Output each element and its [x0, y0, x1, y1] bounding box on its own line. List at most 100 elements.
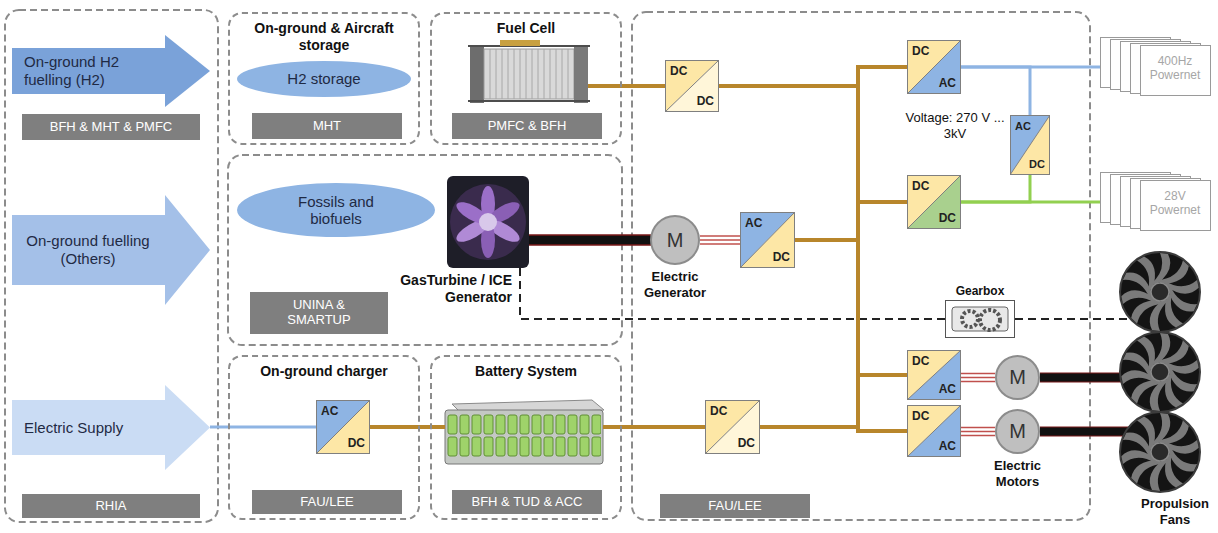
connector-line [795, 240, 907, 375]
supply-arrow: On-ground fuelling (Others) [12, 195, 210, 305]
converter-half [665, 60, 719, 112]
partner-name: BFH & TUD & ACC [471, 495, 582, 510]
gearbox-housing [952, 307, 1008, 331]
partner-tag: BFH & TUD & ACC [452, 490, 602, 514]
converter-label: DC [912, 409, 929, 423]
converter-border [908, 351, 961, 400]
connector [760, 427, 907, 431]
gas-turbine-picture [447, 176, 529, 268]
connector [961, 175, 1030, 202]
converter-half [907, 40, 961, 94]
partner-name: PMFC & BFH [488, 119, 567, 134]
partner-tag: RHIA [22, 494, 200, 518]
converter-half [1010, 115, 1050, 175]
connector [961, 374, 995, 382]
converter-label: AC [939, 439, 956, 453]
energy-store: Fossils and biofuels [236, 182, 436, 238]
arrow-label: Electric Supply [24, 419, 152, 437]
gearbox-symbol [946, 301, 1014, 337]
gear-wheel [980, 310, 1000, 330]
gearbox-box: Gearbox [945, 300, 1015, 338]
power-converter: DCDC [665, 60, 719, 112]
converter-border [666, 61, 719, 112]
propulsion-fan [1120, 412, 1201, 492]
subsystem-panel: Battery SystemBFH & TUD & ACC [430, 355, 622, 520]
power-converter: ACDC [740, 212, 795, 268]
panel-heading: On-ground charger [239, 363, 409, 380]
converter-diagonal [705, 400, 760, 454]
panel-heading: On-ground & Aircraft storage [249, 20, 399, 54]
connector [795, 240, 907, 375]
power-converter: DCAC [907, 40, 961, 94]
group-outline [5, 10, 218, 522]
connector [795, 202, 907, 240]
electric-machine: MElectric Motors [995, 409, 1040, 454]
converter-border [908, 41, 961, 94]
connector [760, 375, 907, 427]
converter-half [907, 40, 961, 94]
partner-tag: PMFC & BFH [452, 113, 602, 139]
electric-machine: M [995, 355, 1040, 400]
connector-line [210, 426, 316, 429]
converter-border [908, 406, 961, 457]
converter-label: DC [348, 436, 365, 450]
converter-border [741, 213, 795, 268]
connector-line [700, 239, 740, 241]
connector [795, 240, 907, 431]
converter-label: AC [939, 382, 956, 396]
power-converter: DCDC [907, 175, 961, 229]
powernet-sheet [1141, 46, 1211, 96]
energy-store: H2 storage [236, 60, 412, 98]
converter-diagonal [907, 350, 961, 400]
converter-half [907, 350, 961, 400]
converter-diagonal [665, 60, 719, 112]
connector-line [719, 86, 907, 202]
connector [719, 86, 907, 375]
connector-line [961, 377, 995, 379]
power-converter: DC AC [907, 405, 961, 457]
supply-arrow: Electric Supply [12, 385, 210, 470]
converter-half [316, 400, 370, 454]
gearbox-caption: Gearbox [940, 284, 1020, 298]
connector [719, 67, 907, 86]
connector-line [760, 427, 907, 431]
converter-half [907, 175, 961, 229]
powernet-sheet [1141, 181, 1211, 231]
arrow-label: On-ground H2 fuelling (H2) [24, 53, 152, 89]
converter-half [1010, 115, 1050, 175]
converter-half [740, 212, 795, 268]
converter-half [740, 212, 795, 268]
converter-label: DC [773, 250, 790, 264]
converter-label: AC [1015, 119, 1031, 133]
connector-line [719, 67, 907, 86]
converter-diagonal [316, 400, 370, 454]
power-converter: ACDC [316, 400, 370, 454]
converter-label: DC [738, 436, 755, 450]
subsystem-panel: On-ground & Aircraft storageH2 storageMH… [228, 12, 420, 145]
store-label: H2 storage [287, 70, 360, 87]
panel-heading: Battery System [441, 363, 611, 380]
connector-line [961, 175, 1030, 202]
connector [700, 236, 740, 244]
converter-border [908, 176, 961, 229]
supply-arrow: On-ground H2 fuelling (H2) [12, 35, 210, 107]
partner-name: BFH & MHT & PMFC [50, 120, 173, 135]
group-outline [228, 155, 622, 345]
connector-line [622, 425, 705, 429]
connector-line [795, 202, 907, 240]
converter-border [706, 401, 760, 454]
connector-line [719, 86, 907, 375]
converter-label: AC [939, 76, 956, 90]
diagram-label: Voltage: 270 V ... 3kV [905, 110, 1005, 141]
diagram-label: GasTurbine / ICE Generator [380, 272, 512, 306]
converter-label: DC [912, 179, 929, 193]
converter-label: DC [912, 354, 929, 368]
connector-line [719, 86, 907, 431]
machine-letter: M [652, 217, 698, 263]
converter-half [316, 400, 370, 454]
connector-line [961, 373, 995, 375]
fuel-cell-picture [468, 40, 590, 103]
connector [370, 427, 430, 428]
connector [622, 86, 665, 87]
connector [622, 427, 705, 428]
